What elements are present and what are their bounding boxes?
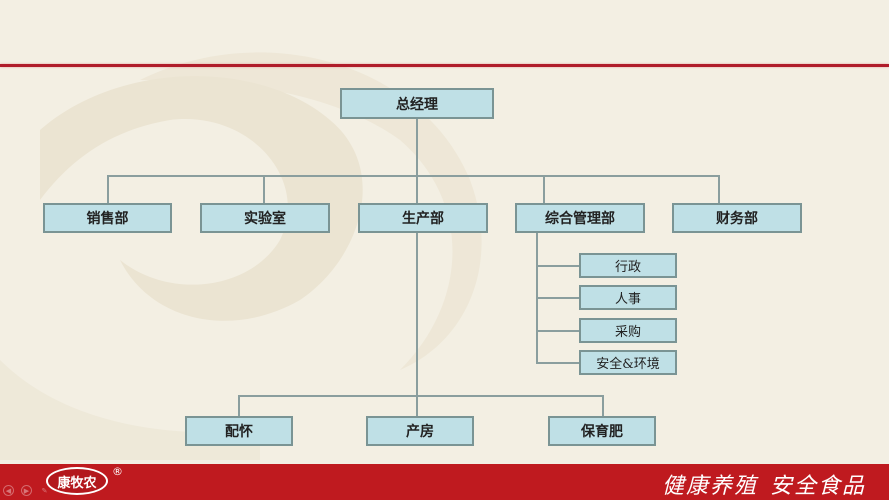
connector bbox=[602, 395, 604, 416]
logo-text: 康牧农 bbox=[57, 475, 97, 491]
slogan-healthy-farming: 健康养殖 bbox=[662, 474, 759, 499]
node-label: 采购 bbox=[614, 325, 641, 340]
pen-icon[interactable]: ✎ bbox=[41, 486, 48, 495]
connector bbox=[536, 362, 579, 364]
connector bbox=[263, 175, 265, 203]
next-slide-icon[interactable]: ▶ bbox=[21, 485, 32, 496]
node-breeding-gestation[interactable]: 配怀 bbox=[185, 416, 293, 446]
node-general-admin-dept[interactable]: 综合管理部 bbox=[515, 203, 645, 233]
node-safety-environment[interactable]: 安全&环境 bbox=[579, 350, 677, 375]
node-label: 财务部 bbox=[716, 211, 758, 227]
node-label: 安全&环境 bbox=[596, 357, 660, 372]
header-divider bbox=[0, 64, 889, 67]
node-laboratory[interactable]: 实验室 bbox=[200, 203, 330, 233]
node-sales-dept[interactable]: 销售部 bbox=[43, 203, 172, 233]
connector bbox=[543, 175, 545, 203]
node-administration[interactable]: 行政 bbox=[579, 253, 677, 278]
node-label: 总经理 bbox=[396, 96, 438, 113]
node-label: 行政 bbox=[614, 260, 641, 275]
node-label: 销售部 bbox=[86, 211, 129, 227]
connector bbox=[536, 265, 579, 267]
connector bbox=[238, 395, 604, 397]
node-finance-dept[interactable]: 财务部 bbox=[672, 203, 802, 233]
connector bbox=[107, 175, 720, 177]
node-farrowing[interactable]: 产房 bbox=[366, 416, 474, 446]
slogan-safe-food: 安全食品 bbox=[770, 474, 867, 499]
node-label: 综合管理部 bbox=[545, 211, 615, 227]
brand-logo: 康牧农 bbox=[46, 467, 108, 495]
connector bbox=[107, 175, 109, 203]
node-production-dept[interactable]: 生产部 bbox=[358, 203, 488, 233]
node-label: 配怀 bbox=[225, 424, 253, 440]
node-label: 人事 bbox=[614, 292, 641, 307]
footer-bar bbox=[0, 464, 889, 500]
connector bbox=[238, 395, 240, 416]
node-label: 生产部 bbox=[402, 211, 444, 227]
connector bbox=[718, 175, 720, 203]
node-hr[interactable]: 人事 bbox=[579, 285, 677, 310]
prev-slide-icon[interactable]: ◀ bbox=[3, 485, 14, 496]
node-label: 产房 bbox=[406, 424, 434, 440]
connector bbox=[416, 119, 418, 416]
node-label: 保育肥 bbox=[581, 424, 623, 440]
node-general-manager[interactable]: 总经理 bbox=[340, 88, 494, 119]
registered-mark: ® bbox=[112, 465, 123, 478]
connector bbox=[536, 330, 579, 332]
node-procurement[interactable]: 采购 bbox=[579, 318, 677, 343]
node-nursery-finishing[interactable]: 保育肥 bbox=[548, 416, 656, 446]
connector bbox=[536, 297, 579, 299]
node-label: 实验室 bbox=[244, 211, 286, 227]
